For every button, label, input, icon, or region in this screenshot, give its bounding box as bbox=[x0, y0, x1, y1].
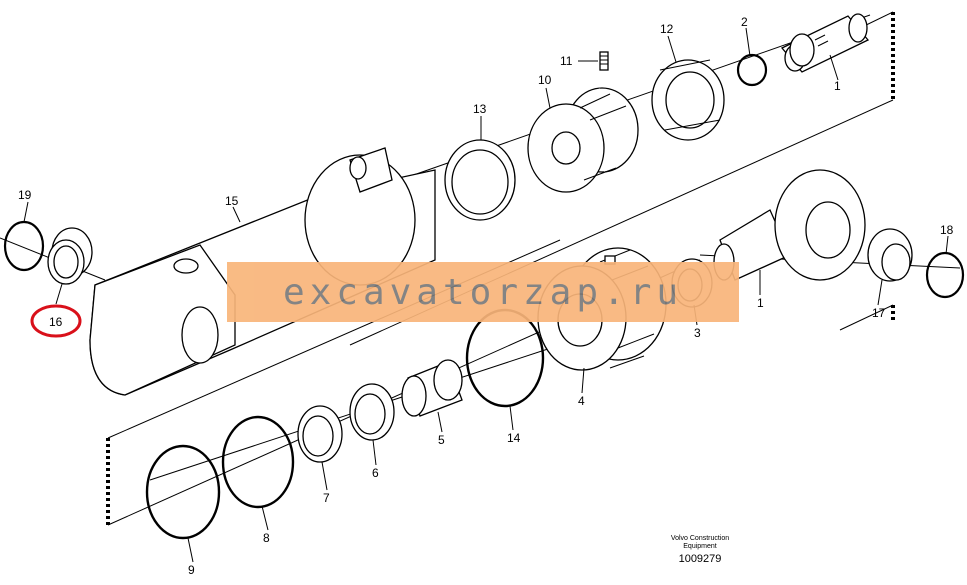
callouts: 1 1 2 3 4 5 6 7 8 9 10 11 12 13 14 15 16… bbox=[18, 15, 954, 577]
callout-13: 13 bbox=[473, 102, 487, 116]
bushing-part-17 bbox=[867, 228, 913, 282]
callout-10: 10 bbox=[538, 73, 552, 87]
watermark-banner: excavatorzap.ru bbox=[227, 262, 739, 322]
o-ring-part-8 bbox=[221, 415, 295, 509]
callout-14: 14 bbox=[507, 431, 521, 445]
callout-3: 3 bbox=[694, 326, 701, 340]
seal-part-6 bbox=[349, 383, 395, 441]
o-ring-part-18 bbox=[925, 251, 965, 299]
callout-6: 6 bbox=[372, 466, 379, 480]
o-ring-part-19 bbox=[3, 220, 45, 272]
piston-part-10 bbox=[527, 87, 639, 193]
callout-1-top: 1 bbox=[834, 79, 841, 93]
callout-18: 18 bbox=[940, 223, 954, 237]
callout-16-highlight-circle bbox=[30, 304, 82, 338]
callout-17: 17 bbox=[872, 306, 886, 320]
manufacturer-line-2: Equipment bbox=[683, 543, 717, 550]
callout-4: 4 bbox=[578, 394, 585, 408]
guide-ring-part-13 bbox=[444, 139, 516, 221]
callout-19: 19 bbox=[18, 188, 32, 202]
callout-12: 12 bbox=[660, 22, 674, 36]
callout-2: 2 bbox=[741, 15, 748, 29]
set-screw-part-11 bbox=[599, 51, 609, 71]
piston-rod-part-1 bbox=[780, 13, 870, 73]
o-ring-part-9 bbox=[145, 444, 221, 540]
seal-part-7 bbox=[297, 405, 343, 463]
callout-7: 7 bbox=[323, 491, 330, 505]
bushing-part-16 bbox=[47, 227, 93, 285]
rod-eye-part-1 bbox=[713, 169, 866, 281]
seal-ring-part-12 bbox=[651, 59, 725, 141]
callout-15: 15 bbox=[225, 194, 239, 208]
drawing-number: 1009279 bbox=[678, 553, 722, 565]
o-ring-part-2 bbox=[736, 53, 768, 87]
callout-9: 9 bbox=[188, 563, 195, 577]
callout-11: 11 bbox=[560, 54, 573, 68]
o-ring-part-14 bbox=[465, 308, 545, 408]
watermark-text: excavatorzap.ru bbox=[282, 271, 684, 313]
bushing-part-5 bbox=[401, 359, 463, 417]
callout-8: 8 bbox=[263, 531, 270, 545]
callout-16: 16 bbox=[49, 315, 63, 329]
manufacturer-line-1: Volvo Construction bbox=[670, 535, 730, 542]
callout-5: 5 bbox=[438, 433, 445, 447]
callout-1-bottom: 1 bbox=[757, 296, 764, 310]
manufacturer-caption: Volvo Construction Equipment bbox=[655, 535, 745, 551]
